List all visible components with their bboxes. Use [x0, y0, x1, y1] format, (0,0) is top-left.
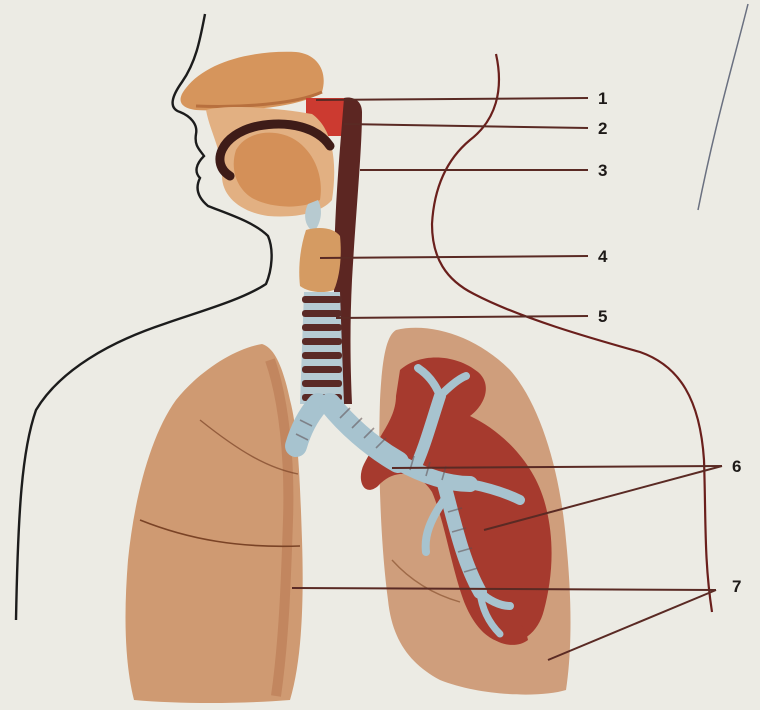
label-5: 5 [598, 307, 607, 326]
label-1: 1 [598, 89, 607, 108]
label-6: 6 [732, 457, 741, 476]
trachea [300, 292, 344, 404]
label-7: 7 [732, 577, 741, 596]
label-3: 3 [598, 161, 607, 180]
label-4: 4 [598, 247, 608, 266]
label-2: 2 [598, 119, 607, 138]
larynx [299, 228, 341, 292]
